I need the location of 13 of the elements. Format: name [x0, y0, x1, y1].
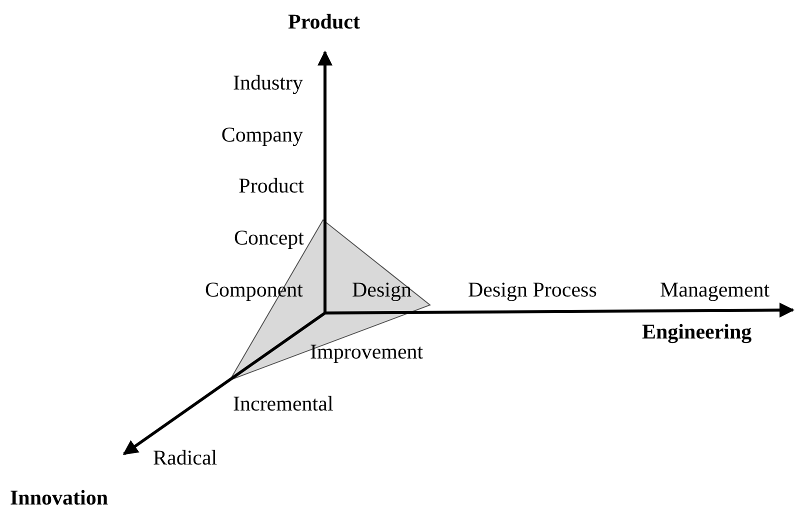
axis-title: Engineering — [642, 320, 752, 344]
axis-tick-label: Management — [660, 278, 770, 302]
axis-tick-label: Company — [221, 123, 303, 147]
axis-tick-label: Radical — [153, 446, 218, 470]
axis-tick-label: Design — [352, 278, 412, 302]
axis-title: Innovation — [10, 486, 108, 510]
axis-tick-label: Improvement — [310, 340, 424, 364]
axis-tick-label: Design Process — [468, 278, 597, 302]
axis-tick-label: Incremental — [233, 392, 334, 416]
axis-title: Product — [288, 10, 360, 34]
axis-tick-label: Concept — [234, 226, 304, 250]
axis-tick-label: Product — [238, 174, 304, 198]
axis-tick-label: Industry — [233, 71, 303, 95]
